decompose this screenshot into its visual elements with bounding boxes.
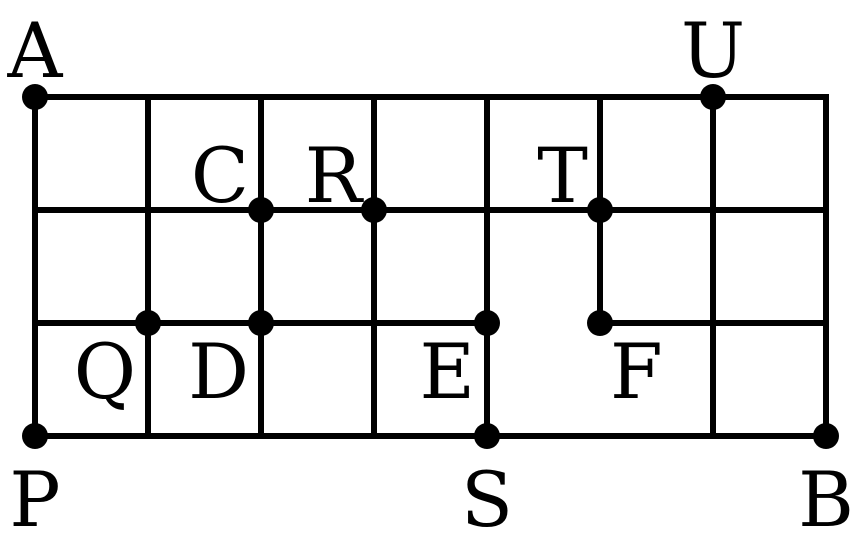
- point-q-dot: [135, 310, 161, 336]
- point-a-dot: [22, 84, 48, 110]
- point-t-label: T: [537, 131, 588, 220]
- point-markers: [22, 84, 839, 449]
- point-b-label: B: [798, 455, 854, 544]
- point-s-label: S: [461, 455, 513, 544]
- point-f-dot: [587, 310, 613, 336]
- point-f-label: F: [610, 327, 663, 416]
- point-u-label: U: [681, 6, 745, 95]
- point-b-dot: [813, 423, 839, 449]
- point-a-label: A: [7, 6, 64, 95]
- point-p-label: P: [9, 455, 60, 544]
- point-q-label: Q: [74, 327, 136, 416]
- point-r-dot: [361, 197, 387, 223]
- grid-lines: [32, 94, 829, 439]
- point-r-label: R: [305, 131, 365, 220]
- point-d-dot: [248, 310, 274, 336]
- point-t-dot: [587, 197, 613, 223]
- point-e-label: E: [420, 327, 475, 416]
- point-d-label: D: [188, 327, 249, 416]
- point-c-label: C: [191, 131, 249, 220]
- point-u-dot: [700, 84, 726, 110]
- point-p-dot: [22, 423, 48, 449]
- point-s-dot: [474, 423, 500, 449]
- point-e-dot: [474, 310, 500, 336]
- point-c-dot: [248, 197, 274, 223]
